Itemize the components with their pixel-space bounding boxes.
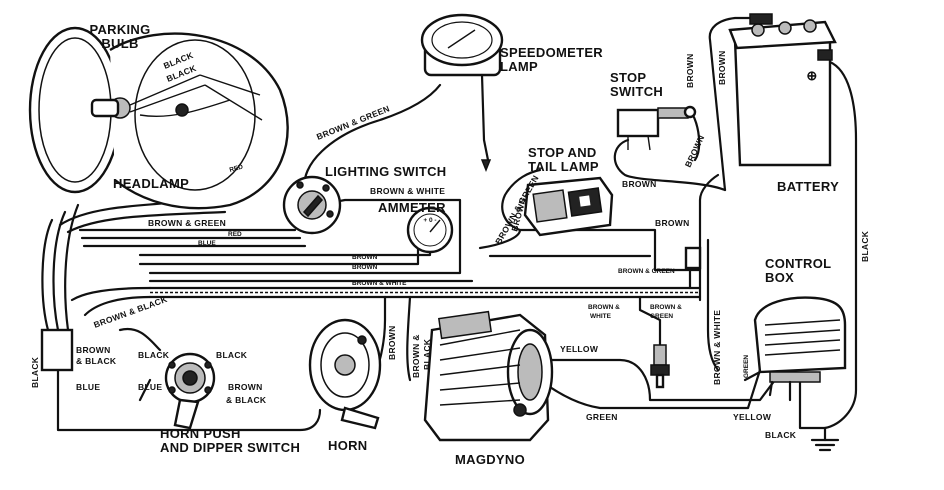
wire-label-black-ground: BLACK	[860, 230, 870, 262]
wire-label-red-harness: RED	[228, 231, 242, 238]
wire-label-brown-black-harness: BROWN & BLACK	[92, 294, 169, 330]
control-box	[743, 296, 847, 402]
label-line: BULB	[101, 36, 138, 51]
wire-label-brown-battery-1: BROWN	[685, 53, 695, 88]
svg-text:+ 0 -: + 0 -	[423, 217, 436, 224]
wire-label-green-control: GREEN	[743, 355, 750, 378]
junction-connector	[684, 246, 702, 270]
label-line: SWITCH	[610, 84, 663, 99]
headlamp-label: HEADLAMP	[113, 176, 189, 191]
wire-label-black-horn-push-2: BLACK	[216, 350, 248, 360]
wire-label-black-horn-push-1: BLACK	[138, 350, 170, 360]
wire-label-brown-white-harness: BROWN & WHITE	[352, 280, 407, 287]
wire-label-brown-horn-push: BROWN	[228, 382, 263, 392]
label-line: PARKING	[89, 22, 150, 37]
wire-label-brown-stop: BROWN	[622, 179, 657, 189]
battery-terminal-positive	[749, 13, 773, 25]
magdyno-label: MAGDYNO	[455, 452, 525, 467]
wire-label-yellow-magdyno: YELLOW	[560, 344, 599, 354]
stop-switch	[616, 105, 697, 151]
wire-label-and-black-horn-push: & BLACK	[226, 395, 267, 405]
wire-label-brown-green-speedo: BROWN & GREEN	[315, 103, 391, 142]
switch-lever-icon	[302, 194, 324, 218]
battery-terminal-negative	[817, 49, 833, 61]
wire-label-brown-black-horn-2: BLACK	[422, 338, 432, 370]
ground-icon	[810, 438, 840, 452]
wire-label-brown-left: BROWN	[76, 345, 111, 355]
svg-text:⊕: ⊕	[806, 68, 817, 83]
wire-label-brown-battery-2: BROWN	[717, 50, 727, 85]
wire-label-red-headlamp: RED	[229, 164, 244, 174]
wire-label-brown-right: BROWN	[655, 218, 690, 228]
wire-label-blue-horn-push: BLUE	[138, 382, 162, 392]
wire-label-brown-green-harness: BROWN & GREEN	[148, 218, 226, 228]
battery-label: BATTERY	[777, 179, 839, 194]
wire-label-brown-1: BROWN	[352, 254, 378, 261]
stop-and-tail-lamp	[523, 176, 614, 237]
wire-label-brown-amp: BROWN &	[588, 304, 620, 311]
wire-label-white: WHITE	[590, 313, 612, 320]
headlamp-shell	[109, 32, 289, 210]
junction-block	[40, 328, 74, 372]
wire-label-brown-horn: BROWN	[387, 325, 397, 360]
label-line: HORN PUSH	[160, 426, 241, 441]
label-line: STOP AND	[528, 145, 597, 160]
horn-push-dipper-switch	[164, 352, 216, 430]
label-line: BOX	[765, 270, 794, 285]
wire-label-green-2: GREEN	[650, 313, 673, 320]
label-line: LAMP	[500, 59, 538, 74]
wire-label-brown-green-right: BROWN & GREEN	[618, 268, 675, 275]
wire-label-black-control: BLACK	[765, 430, 797, 440]
wire-label-brown-2: BROWN	[352, 264, 378, 271]
speedometer	[420, 13, 504, 173]
wire-label-brown-black-horn-1: BROWN &	[411, 334, 421, 378]
battery: ⊕	[728, 13, 837, 167]
ammeter: + 0 -	[406, 206, 454, 254]
label-line: SPEEDOMETER	[500, 45, 603, 60]
horn-button-icon	[182, 370, 198, 386]
headlamp	[28, 26, 289, 210]
wire-label-blue-left: BLUE	[76, 382, 100, 392]
speedometer-dial	[420, 13, 504, 67]
lighting-switch-label: LIGHTING SWITCH	[325, 164, 447, 179]
wire-label-brown-white-ammeter: BROWN & WHITE	[370, 186, 445, 196]
horn	[308, 318, 382, 430]
wire-label-green-magdyno: GREEN	[586, 412, 618, 422]
lighting-switch	[282, 175, 342, 235]
wire-label-amp-black-left: & BLACK	[76, 356, 117, 366]
wire-label-brown-white-control: BROWN & WHITE	[712, 310, 722, 385]
wire-label-brown-amp-2: BROWN &	[650, 304, 682, 311]
label-line: AND DIPPER SWITCH	[160, 440, 300, 455]
magdyno	[423, 310, 554, 442]
label-line: CONTROL	[765, 256, 831, 271]
ammeter-label: AMMETER	[378, 200, 446, 215]
wire-label-blue-harness: BLUE	[198, 240, 216, 247]
wire-label-brown-stop-2: BROWN	[683, 133, 707, 169]
horn-label: HORN	[328, 438, 367, 453]
wire-label-black-left: BLACK	[30, 356, 40, 388]
spark-plug	[650, 344, 670, 389]
wire-label-yellow-control: YELLOW	[733, 412, 772, 422]
label-line: STOP	[610, 70, 646, 85]
stop-switch-body	[616, 108, 660, 138]
label-line: TAIL LAMP	[528, 159, 599, 174]
